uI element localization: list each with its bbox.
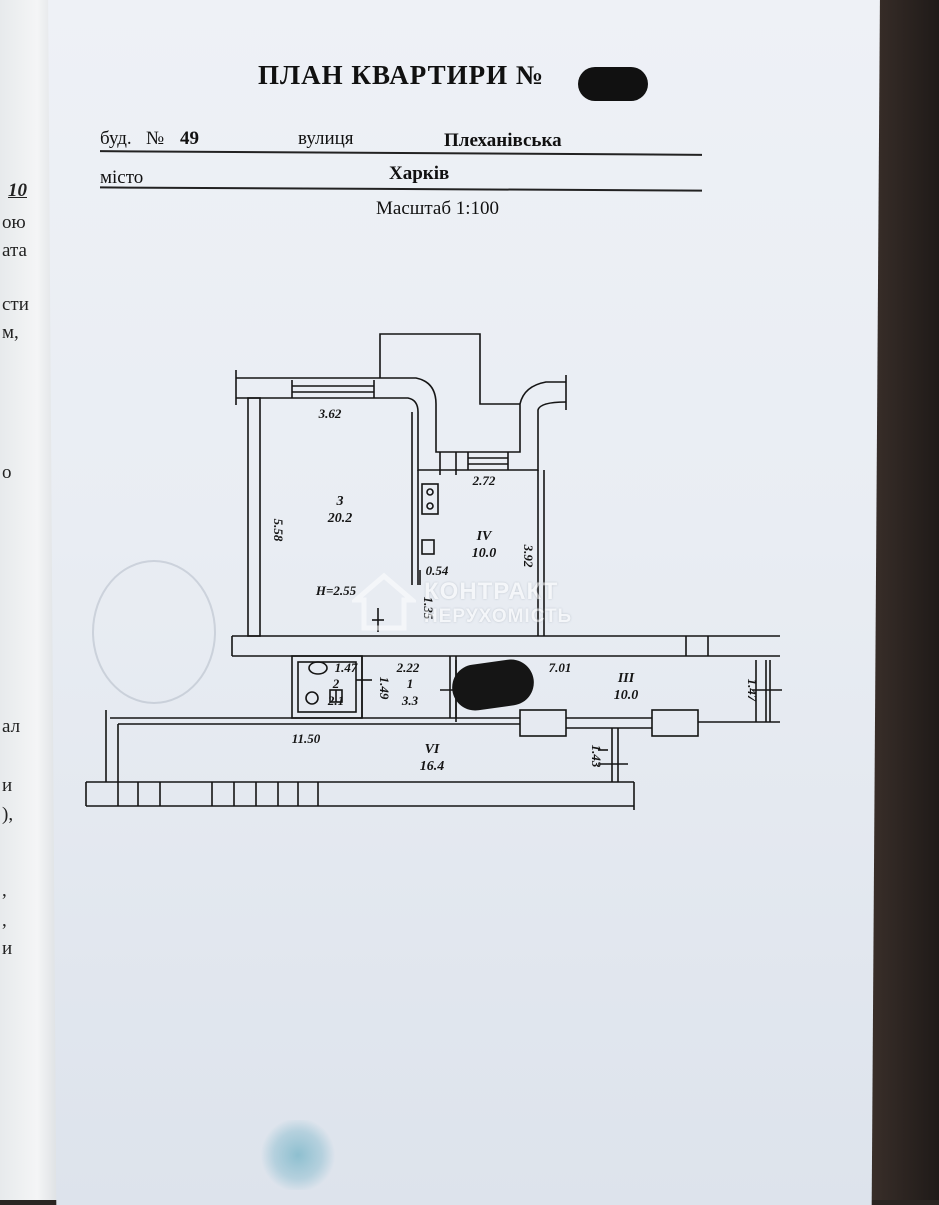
dimension-label: 7.01 (549, 660, 572, 675)
street-label: вулиця (298, 128, 354, 149)
left-fragment: ою (2, 212, 26, 233)
table-background (869, 0, 939, 1200)
room-vi-number: VI (425, 742, 440, 757)
building-number: 49 (180, 128, 199, 149)
ceiling-height-label: H=2.55 (315, 583, 357, 598)
left-fragment: ата (2, 240, 27, 261)
dimension-label: 1.47 (335, 660, 358, 675)
dimension-label: 0.54 (426, 563, 449, 578)
room-3-area: 20.2 (327, 511, 353, 526)
city-label: місто (100, 167, 144, 188)
dimension-label: 2.22 (396, 660, 420, 675)
number-label: № (146, 128, 165, 149)
dimension-label: 2.72 (472, 473, 496, 488)
faded-stamp (92, 560, 216, 704)
scale-label: Масштаб 1:100 (376, 198, 500, 219)
dimension-label: 1.35 (421, 597, 436, 620)
left-fragment: ал (2, 716, 21, 737)
street-value: Плеханівська (444, 130, 562, 151)
watermark: КОНТРАКТ НЕРУХОМІСТЬ (349, 570, 571, 639)
room-2-area: 2.1 (327, 693, 344, 708)
room-iv-area: 10.0 (472, 546, 497, 561)
room-3-number: 3 (336, 494, 344, 509)
left-fragment: о (2, 462, 12, 483)
dimension-label: 5.58 (271, 519, 286, 542)
room-vi-area: 16.4 (420, 759, 445, 774)
watermark-line-1: КОНТРАКТ (424, 578, 559, 605)
dimension-label: 11.50 (292, 731, 321, 746)
room-iii-area: 10.0 (614, 688, 639, 703)
building-label: буд. (100, 128, 132, 149)
left-fragment: и (2, 775, 13, 796)
left-fragment: и (2, 938, 13, 959)
left-fragment: м, (2, 322, 19, 343)
room-iii-number: III (617, 671, 635, 686)
house-logo-icon (349, 572, 419, 631)
page-title: ПЛАН КВАРТИРИ № (258, 60, 544, 90)
room-2-number: 2 (332, 676, 340, 691)
dimension-label: 3.62 (318, 406, 342, 421)
left-fragment: ), (2, 804, 14, 825)
left-fragment: 10 (8, 180, 27, 201)
left-fragment: сти (2, 294, 29, 315)
dimension-label: 1.49 (377, 677, 392, 700)
ink-stain (258, 1120, 338, 1190)
dimension-label: 1.47 (745, 679, 760, 702)
left-fragment: , (2, 910, 7, 931)
city-value: Харків (389, 163, 450, 184)
redaction-mark (578, 67, 648, 101)
left-fragment: , (2, 880, 7, 901)
room-1-area: 3.3 (401, 693, 419, 708)
plan-walls (85, 333, 782, 810)
dimension-label: 3.92 (521, 544, 536, 568)
dimension-label: 1.43 (589, 745, 604, 768)
watermark-line-2: НЕРУХОМІСТЬ (424, 606, 573, 627)
room-1-number: 1 (407, 676, 414, 691)
room-iv-number: IV (476, 529, 493, 544)
